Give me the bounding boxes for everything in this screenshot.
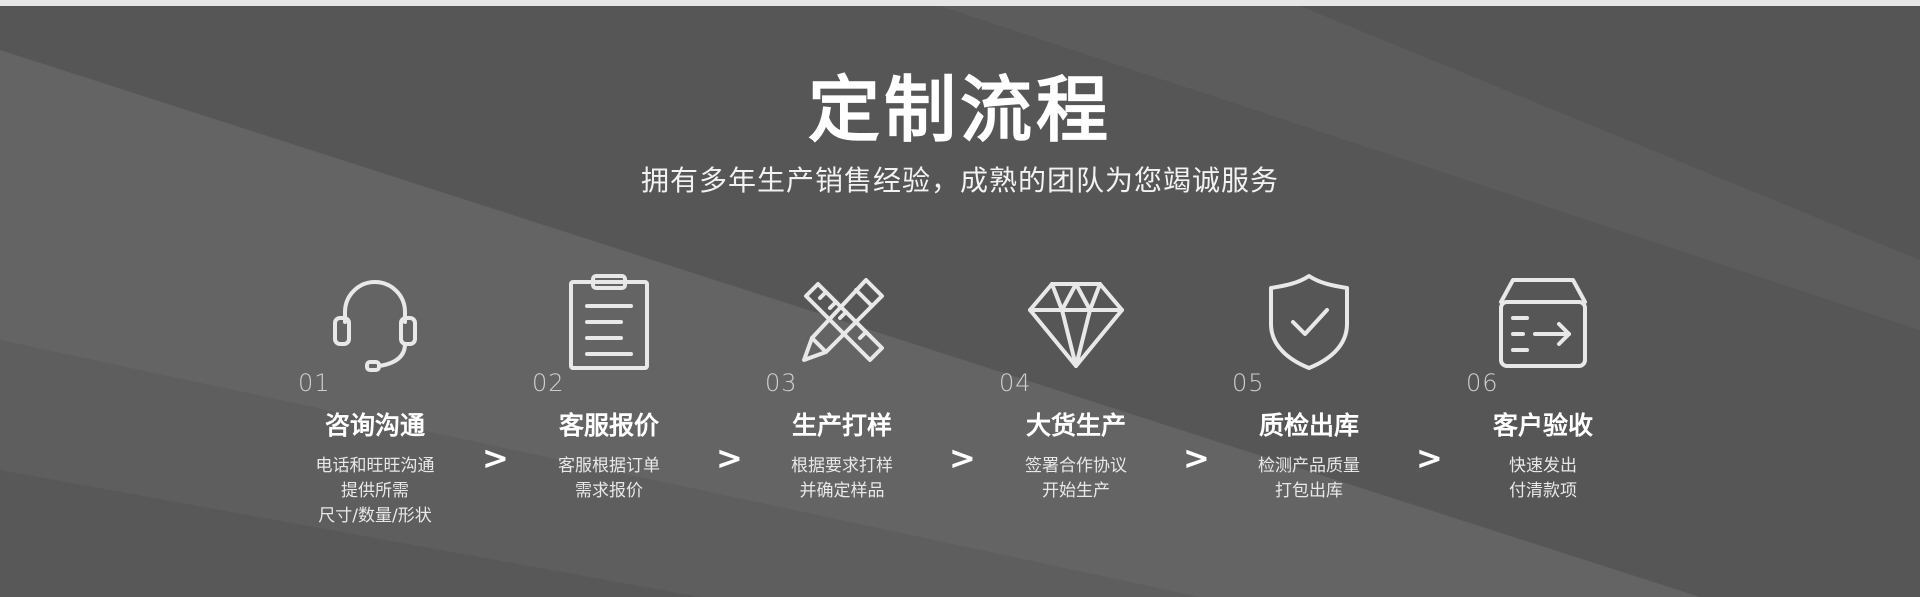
headset-icon bbox=[333, 280, 417, 372]
step-description: 电话和旺旺沟通 提供所需 尺寸/数量/形状 bbox=[298, 454, 452, 529]
desc-line: 需求报价 bbox=[575, 481, 643, 501]
desc-line: 快速发出 bbox=[1509, 456, 1577, 476]
page-title: 定制流程 bbox=[807, 68, 1112, 152]
step-title: 咨询沟通 bbox=[324, 411, 425, 440]
step-number: 06 bbox=[1466, 369, 1499, 397]
step-production: 04 大货生产 签署合作协议 开始生产 bbox=[999, 270, 1233, 550]
step-title: 生产打样 bbox=[791, 411, 892, 440]
step-description: 客服根据订单 需求报价 bbox=[532, 454, 686, 504]
step-title: 质检出库 bbox=[1258, 411, 1359, 440]
step-separator: > bbox=[716, 439, 743, 477]
step-separator: > bbox=[482, 439, 509, 477]
step-number: 01 bbox=[298, 369, 331, 397]
diamond-icon bbox=[1028, 282, 1124, 368]
process-steps: 01 咨询沟通 电话和旺旺沟通 提供所需 尺寸/数量/形状 > bbox=[0, 270, 1920, 570]
step-number: 05 bbox=[1232, 369, 1265, 397]
desc-line: 打包出库 bbox=[1275, 481, 1343, 501]
desc-line: 签署合作协议 bbox=[1025, 456, 1127, 476]
step-inspection: 05 质检出库 检测产品质量 打包出库 bbox=[1232, 270, 1466, 550]
top-strip bbox=[0, 0, 1920, 6]
desc-line: 根据要求打样 bbox=[791, 456, 893, 476]
step-description: 签署合作协议 开始生产 bbox=[999, 454, 1153, 504]
step-description: 检测产品质量 打包出库 bbox=[1232, 454, 1386, 504]
step-title: 客服报价 bbox=[558, 411, 659, 440]
step-sample: 03 生产打样 根据要求打样 并确定样品 bbox=[765, 270, 999, 550]
desc-line: 开始生产 bbox=[1042, 481, 1110, 501]
step-consult: 01 咨询沟通 电话和旺旺沟通 提供所需 尺寸/数量/形状 bbox=[298, 270, 532, 550]
step-description: 根据要求打样 并确定样品 bbox=[765, 454, 919, 504]
step-description: 快速发出 付清款项 bbox=[1466, 454, 1620, 504]
desc-line: 并确定样品 bbox=[799, 481, 885, 501]
step-separator: > bbox=[1416, 439, 1443, 477]
page-subtitle: 拥有多年生产销售经验，成熟的团队为您竭诚服务 bbox=[640, 164, 1279, 197]
step-acceptance: 06 客户验收 快速发出 付清款项 bbox=[1466, 270, 1700, 550]
step-title: 客户验收 bbox=[1492, 411, 1593, 440]
desc-line: 尺寸/数量/形状 bbox=[318, 506, 432, 526]
step-separator: > bbox=[949, 439, 976, 477]
shield-check-icon bbox=[1269, 274, 1349, 370]
desc-line: 检测产品质量 bbox=[1258, 456, 1360, 476]
step-quote: 02 客服报价 客服根据订单 需求报价 bbox=[532, 270, 766, 550]
step-number: 04 bbox=[999, 369, 1032, 397]
step-separator: > bbox=[1183, 439, 1210, 477]
box-arrow-icon bbox=[1499, 278, 1587, 368]
clipboard-icon bbox=[569, 274, 649, 370]
desc-line: 提供所需 bbox=[341, 481, 409, 501]
desc-line: 客服根据订单 bbox=[558, 456, 660, 476]
step-title: 大货生产 bbox=[1025, 411, 1126, 440]
pencil-ruler-icon bbox=[802, 278, 884, 362]
step-number: 03 bbox=[765, 369, 798, 397]
desc-line: 电话和旺旺沟通 bbox=[315, 456, 435, 476]
step-number: 02 bbox=[532, 369, 565, 397]
desc-line: 付清款项 bbox=[1509, 481, 1577, 501]
